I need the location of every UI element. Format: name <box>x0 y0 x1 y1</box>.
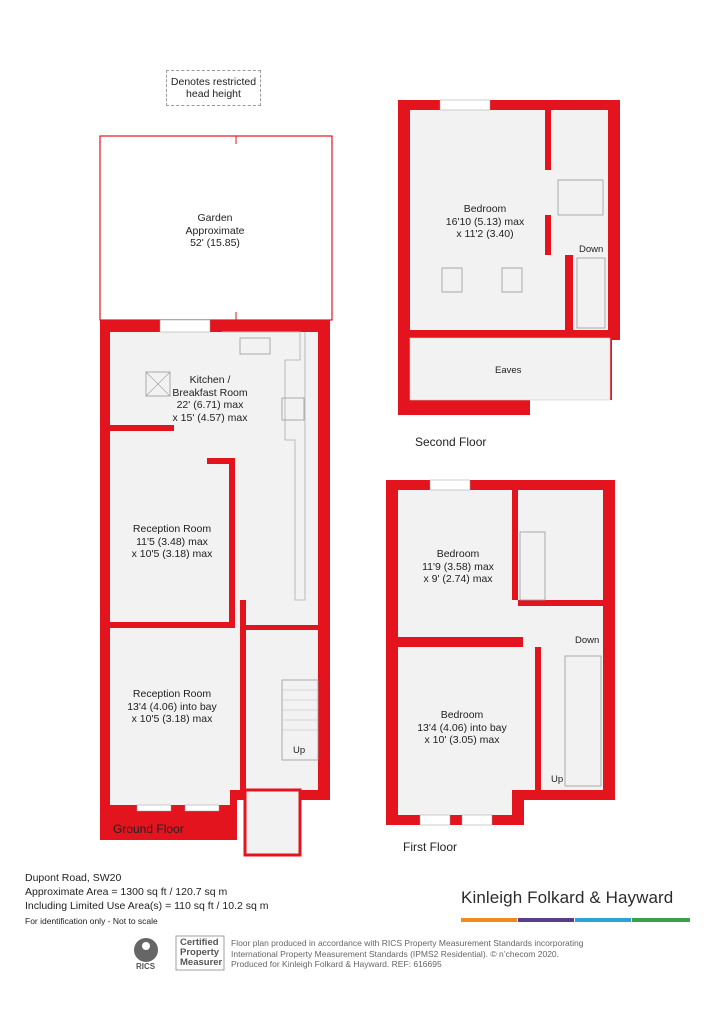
approximate-area: Approximate Area = 1300 sq ft / 120.7 sq… <box>25 886 228 898</box>
address: Dupont Road, SW20 <box>25 872 122 884</box>
first-bedroom2-dim1: 13'4 (4.06) into bay <box>417 721 507 734</box>
second-bedroom-dim2: x 11'2 (3.40) <box>456 228 514 240</box>
first-floor-label: First Floor <box>403 840 457 854</box>
legend-box: Denotes restricted head height <box>166 70 261 106</box>
legend-line2: head height <box>186 88 241 100</box>
first-stairs-up: Up <box>551 774 564 785</box>
first-bedroom2-name: Bedroom <box>440 709 484 721</box>
scale-note: For identification only - Not to scale <box>25 916 158 926</box>
brand-bar-purple <box>518 918 574 922</box>
first-stairs-down: Down <box>575 635 600 646</box>
first-bedroom1-name: Bedroom <box>436 548 480 560</box>
reception2-dim1: 13'4 (4.06) into bay <box>127 700 217 713</box>
brand-bar-blue <box>575 918 631 922</box>
first-bedroom1-label: Bedroom 11'9 (3.58) max x 9' (2.74) max <box>398 548 518 586</box>
reception1-dim2: x 10'5 (3.18) max <box>131 548 213 560</box>
first-bedroom2-label: Bedroom 13'4 (4.06) into bay x 10' (3.05… <box>402 709 522 747</box>
first-bedroom1-dim1: 11'9 (3.58) max <box>422 560 494 573</box>
reception2-name: Reception Room <box>132 688 212 700</box>
reception1-label: Reception Room 11'5 (3.48) max x 10'5 (3… <box>112 523 232 561</box>
prod-line1: Floor plan produced in accordance with R… <box>231 938 584 948</box>
prod-line3: Produced for Kinleigh Folkard & Hayward.… <box>231 959 442 969</box>
second-bedroom-label: Bedroom 16'10 (5.13) max x 11'2 (3.40) <box>425 203 545 241</box>
garden-name: Garden <box>197 212 233 224</box>
eaves-label: Eaves <box>495 365 522 376</box>
reception1-name: Reception Room <box>132 523 212 535</box>
production-note: Floor plan produced in accordance with R… <box>231 938 583 970</box>
first-floor-plan <box>386 479 615 826</box>
reception1-dim1: 11'5 (3.48) max <box>136 535 208 548</box>
brand-bar-green <box>632 918 690 922</box>
ground-stairs-up: Up <box>293 745 306 756</box>
reception2-dim2: x 10'5 (3.18) max <box>131 713 213 725</box>
kitchen-label: Kitchen / Breakfast Room 22' (6.71) max … <box>150 374 270 424</box>
kitchen-name1: Kitchen / <box>189 374 231 386</box>
garden-label: Garden Approximate 52' (15.85) <box>155 212 275 250</box>
cert-line1: Certified <box>180 937 219 948</box>
garden-size: 52' (15.85) <box>190 237 240 249</box>
certified-measurer: Certified Property Measurer <box>180 938 222 968</box>
brand-bar-orange <box>461 918 517 922</box>
limited-use-area: Including Limited Use Area(s) = 110 sq f… <box>25 900 269 912</box>
ground-floor-plan <box>100 319 330 857</box>
first-bedroom2-dim2: x 10' (3.05) max <box>424 734 500 746</box>
second-bedroom-name: Bedroom <box>463 203 507 215</box>
kitchen-name2: Breakfast Room <box>172 386 248 399</box>
rics-logo <box>134 935 225 971</box>
cert-line2: Property <box>180 947 220 958</box>
legend-line1: Denotes restricted <box>170 76 257 88</box>
cert-line3: Measurer <box>180 957 223 968</box>
garden-line2: Approximate <box>185 224 245 237</box>
ground-floor-label: Ground Floor <box>113 822 184 836</box>
second-bedroom-dim1: 16'10 (5.13) max <box>445 215 525 228</box>
reception2-label: Reception Room 13'4 (4.06) into bay x 10… <box>107 688 237 726</box>
kitchen-dim1: 22' (6.71) max <box>176 399 244 411</box>
second-stairs-down: Down <box>579 244 604 255</box>
kitchen-dim2: x 15' (4.57) max <box>172 411 248 424</box>
second-floor-plan <box>398 99 620 415</box>
prod-line2: International Property Measurement Stand… <box>231 948 560 959</box>
rics-label: RICS <box>136 962 156 971</box>
first-bedroom1-dim2: x 9' (2.74) max <box>423 573 493 585</box>
brand-name: Kinleigh Folkard & Hayward <box>461 888 674 907</box>
second-floor-label: Second Floor <box>415 435 487 449</box>
